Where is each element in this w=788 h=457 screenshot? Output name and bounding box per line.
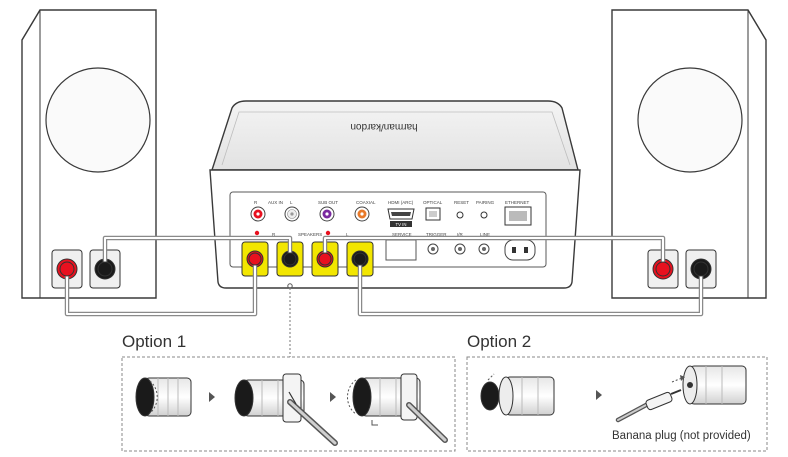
svg-text:ETHERNET: ETHERNET [505, 200, 530, 205]
svg-text:TRIGGER: TRIGGER [426, 232, 447, 237]
svg-text:AUX IN: AUX IN [268, 200, 283, 205]
svg-text:SUB OUT: SUB OUT [318, 200, 338, 205]
receiver-unit: harman/kardon R AUX IN L SUB OUT COAXIAL… [209, 100, 581, 289]
brand-logo: harman/kardon [350, 121, 417, 132]
svg-text:RESET: RESET [454, 200, 469, 205]
svg-text:R: R [254, 200, 258, 205]
callout-leader [287, 283, 293, 357]
svg-text:LINE: LINE [480, 232, 490, 237]
svg-text:OPTICAL: OPTICAL [423, 200, 443, 205]
hdmi-arc-port: TV IN [387, 208, 415, 227]
option2-step2-banana [615, 365, 747, 423]
svg-text:PAIRING: PAIRING [476, 200, 495, 205]
svg-text:COAXIAL: COAXIAL [356, 200, 376, 205]
option-2-title: Option 2 [467, 332, 531, 351]
sub-out-jack [319, 206, 335, 222]
step-arrow-icon [596, 390, 602, 400]
power-inlet [504, 239, 536, 261]
aux-in-l-jack [284, 206, 300, 222]
reset-button [456, 211, 464, 219]
option1-step3-terminal [347, 373, 448, 443]
svg-text:L: L [290, 200, 293, 205]
left-speaker-woofer [45, 67, 151, 173]
option1-step1-terminal [135, 377, 192, 417]
right-speaker [611, 9, 767, 299]
option-2-panel: Banana plug (not provided) [466, 356, 768, 452]
step-arrow-icon [330, 392, 336, 402]
option2-step1-terminal [480, 373, 555, 416]
svg-text:R: R [272, 232, 276, 237]
service-port [385, 239, 417, 261]
pairing-button [480, 211, 488, 219]
option-1-panel [121, 356, 456, 452]
ethernet-port [504, 206, 532, 226]
svg-text:SERVICE: SERVICE [392, 232, 412, 237]
rear-panel [229, 191, 547, 268]
trigger-jack [427, 243, 439, 255]
ir-jack [454, 243, 466, 255]
option-1-title: Option 1 [122, 332, 186, 351]
svg-text:TV IN: TV IN [396, 222, 407, 227]
left-speaker [21, 9, 157, 299]
coaxial-jack [354, 206, 370, 222]
line-jack [478, 243, 490, 255]
optical-port [425, 207, 441, 221]
aux-in-r-jack [250, 206, 266, 222]
option1-step2-terminal [234, 373, 338, 446]
banana-plug-caption: Banana plug (not provided) [612, 430, 751, 442]
svg-text:L: L [346, 232, 349, 237]
svg-text:I/R: I/R [457, 232, 464, 237]
svg-text:SPEAKERS: SPEAKERS [298, 232, 322, 237]
svg-text:HDMI (ARC): HDMI (ARC) [388, 200, 414, 205]
right-speaker-woofer [637, 67, 743, 173]
step-arrow-icon [209, 392, 215, 402]
